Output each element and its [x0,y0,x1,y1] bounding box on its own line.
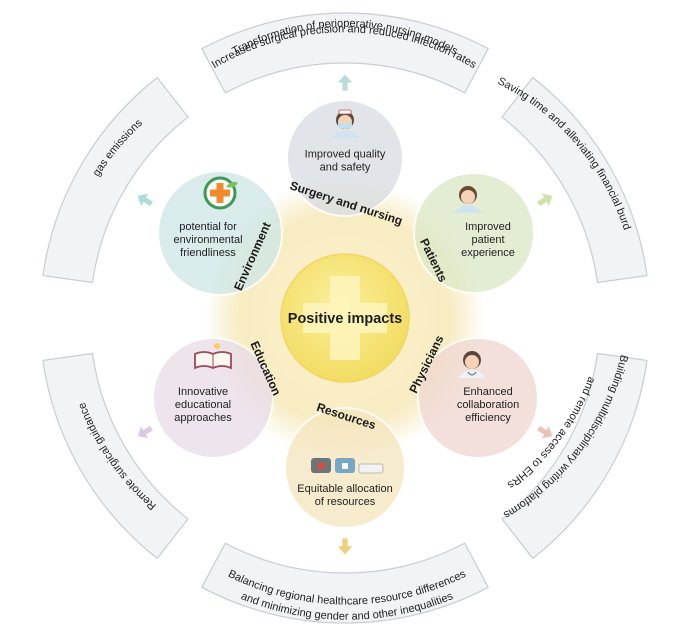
domain-physicians: EnhancedcollaborationefficiencyPhysician… [406,333,539,459]
domain-patients-desc-line: patient [471,234,504,246]
domain-education-desc-line: approaches [174,412,232,424]
domain-environment-desc-line: potential for [179,221,237,233]
open-book-icon [194,343,232,370]
arrow-lower-left [136,424,154,440]
eco-medical-cross-icon [203,176,238,210]
domain-environment: potential forenvironmentalfriendlinessEn… [157,170,283,296]
arrow-upper-left [136,192,154,208]
ring-segment-top [201,12,489,94]
domain-physicians-desc-line: efficiency [465,412,511,424]
arrow-upper-right [536,192,554,208]
ring-segment-lower-right [501,352,648,559]
outer-ring [42,12,648,624]
arrow-top [336,73,354,92]
center-label: Positive impacts [288,311,402,327]
outcome-arrows [136,73,554,556]
medical-cross-icon [303,276,387,360]
domain-circle-patients [413,172,535,294]
domain-environment-desc-line: friendliness [180,247,236,259]
domain-circle-physicians [417,337,539,459]
domain-circle-education [152,337,274,459]
domain-surgery-desc-line: and safety [320,162,371,174]
arrow-lower-right [536,424,554,440]
domain-resources-desc-line: Equitable allocation [297,483,392,495]
domain-circle-environment [157,170,283,296]
ring-segment-bottom [201,542,489,624]
domain-education-desc-line: educational [175,399,231,411]
ring-segment-upper-left [42,77,189,284]
domain-physicians-desc-line: collaboration [457,399,519,411]
patient-icon [454,186,482,213]
domain-patients-desc-line: experience [461,247,515,259]
domain-circle-surgery [286,99,404,217]
center-node: Positive impacts [280,253,410,383]
ring-segment-upper-right [501,77,648,284]
domain-surgery-desc-line: Improved quality [305,149,386,161]
domain-physicians-desc-line: Enhanced [463,386,513,398]
medical-kit-icon [311,458,384,474]
domain-resources-desc-line: of resources [315,496,376,508]
arrow-bottom [336,537,354,556]
domain-education-desc-line: Innovative [178,386,228,398]
domain-patients-desc-line: Improved [465,221,511,233]
doctor-icon [458,351,486,378]
nurse-icon [331,109,359,138]
domain-environment-desc-line: environmental [173,234,242,246]
ring-segment-lower-left [42,352,189,559]
